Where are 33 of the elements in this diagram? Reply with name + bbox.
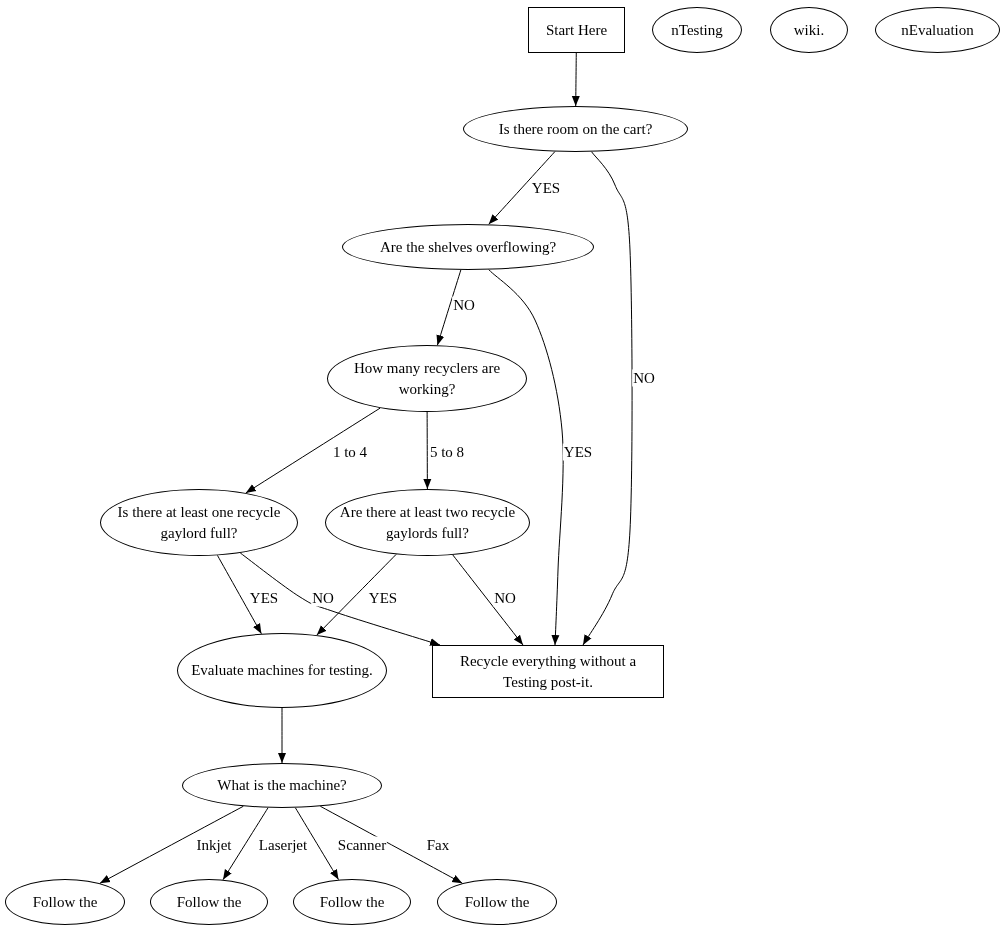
node-text: nEvaluation — [900, 20, 975, 40]
node-text: What is the machine? — [216, 776, 348, 795]
node-text: Recycle everything without a Testing post-it. — [458, 651, 638, 692]
arrow — [488, 151, 556, 225]
arrow — [423, 411, 432, 490]
node-text: Follow the — [463, 892, 531, 912]
edge-label: NO — [632, 369, 656, 387]
node-text: Are the shelves overflowing? — [378, 237, 558, 257]
node-text: Follow the — [318, 892, 386, 912]
arrow — [452, 554, 524, 646]
arrow — [239, 552, 441, 646]
arrow — [216, 554, 262, 635]
node-text: Follow the — [31, 892, 99, 912]
node-text: wiki. — [792, 20, 826, 40]
edge-label: YES — [562, 443, 594, 461]
node-text: How many recyclers are working? — [352, 358, 502, 399]
arrow — [488, 269, 564, 646]
arrow — [222, 807, 269, 881]
process-box — [528, 7, 625, 53]
node-text: Is there at least one recycle gaylord full? — [116, 502, 282, 543]
node-text: Are there at least two recycle gaylords full? — [338, 502, 517, 543]
arrow — [278, 707, 286, 764]
process-box — [432, 645, 664, 698]
arrow — [582, 151, 633, 646]
node-text: Evaluate machines for testing. — [190, 661, 374, 680]
node-text: nTesting — [670, 20, 724, 40]
arrow — [571, 52, 580, 107]
arrow — [245, 407, 381, 494]
arrow — [436, 269, 462, 346]
node-text: Follow the — [175, 892, 243, 912]
arrow — [294, 807, 339, 881]
node-text: Start Here — [544, 20, 609, 40]
node-text: Is there room on the cart? — [497, 119, 654, 139]
